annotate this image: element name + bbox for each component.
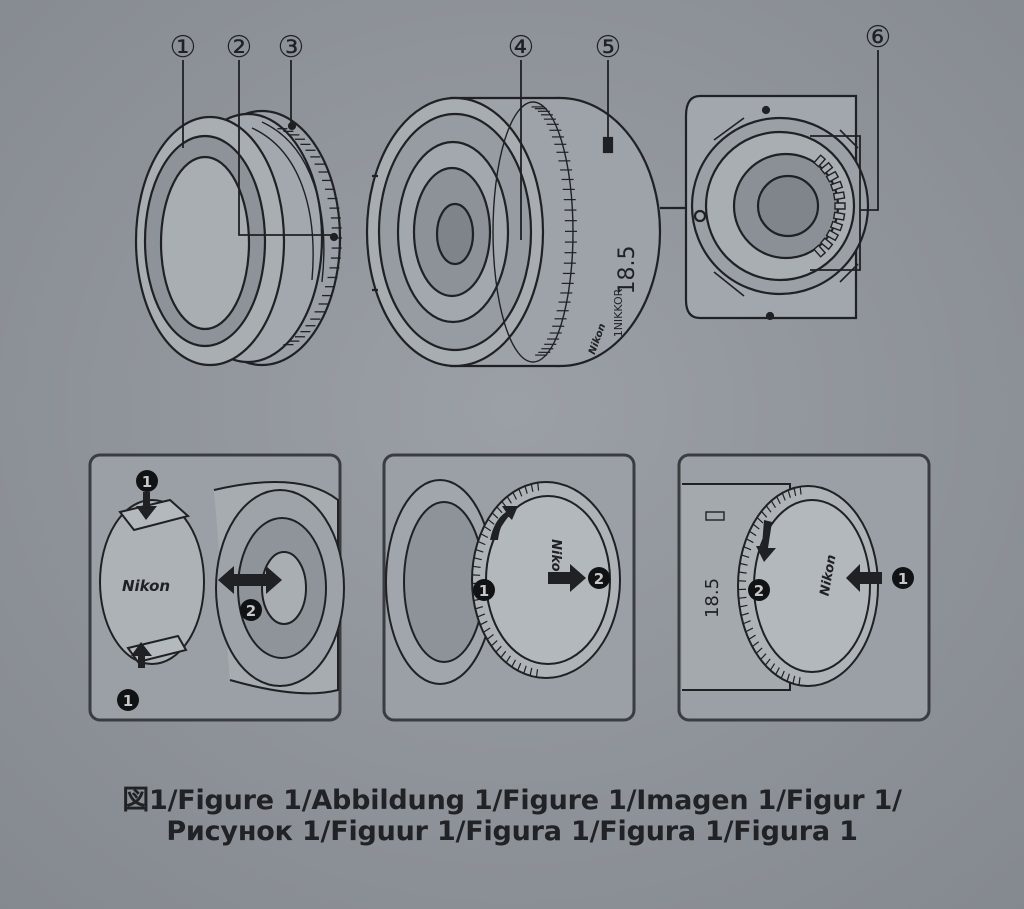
- step-2-twist: 2: [754, 582, 764, 600]
- rear-cap-teeth: [472, 482, 540, 678]
- rear-cap-brand: Nikon: [548, 539, 563, 581]
- panel-front-cap: Nikon 1 1 2: [88, 453, 345, 722]
- step-badge: [240, 599, 262, 621]
- step-badge: [473, 579, 495, 601]
- lens-hood-knurl: [277, 128, 342, 346]
- lens-model-label: 1NIKKOR: [612, 288, 625, 337]
- front-cap-brand: Nikon: [122, 577, 170, 595]
- callout-1: ①: [170, 30, 197, 65]
- callout-3: ③: [278, 30, 305, 65]
- step-2-move: 2: [246, 602, 256, 620]
- panel3-focal-length: 18.5: [702, 578, 723, 618]
- mount-contacts: [813, 154, 846, 258]
- lens-drawing: [365, 96, 690, 368]
- callout-2: ②: [226, 30, 253, 65]
- rear-cap-teeth: [738, 486, 802, 686]
- step-badge: [748, 579, 770, 601]
- lens-focal-length: 18.5: [615, 246, 640, 295]
- step-1-bottom: 1: [123, 692, 133, 710]
- callout-6: ⑥: [865, 20, 892, 55]
- camera-mount-drawing: [684, 94, 870, 321]
- panel-rear-cap-remove: Nikon 1 2: [382, 453, 636, 722]
- lens-hood-drawing: [134, 109, 342, 367]
- callout-5: ⑤: [595, 30, 622, 65]
- step-1-push: 1: [898, 570, 908, 588]
- callout-leaders: [182, 50, 879, 271]
- step-1-twist: 1: [479, 582, 489, 600]
- step-badge: [136, 470, 158, 492]
- figure-caption-line-2: Рисунок 1/Figuur 1/Figura 1/Figura 1/Fig…: [166, 816, 858, 847]
- step-badge: [892, 567, 914, 589]
- callout-4: ④: [508, 30, 535, 65]
- step-1-top: 1: [142, 473, 152, 491]
- step-2-pull: 2: [594, 570, 604, 588]
- lens-focus-knurl: [531, 106, 577, 356]
- step-badge: [117, 689, 139, 711]
- panel-rear-cap-attach: 18.5 Nikon 1 2: [677, 453, 931, 722]
- figure-caption-line-1: 図1/Figure 1/Abbildung 1/Figure 1/Imagen …: [122, 785, 902, 816]
- panel3-cap-brand: Nikon: [818, 554, 840, 598]
- step-badge: [588, 567, 610, 589]
- callout-numbers: ① ② ③ ④ ⑤ ⑥: [170, 20, 892, 65]
